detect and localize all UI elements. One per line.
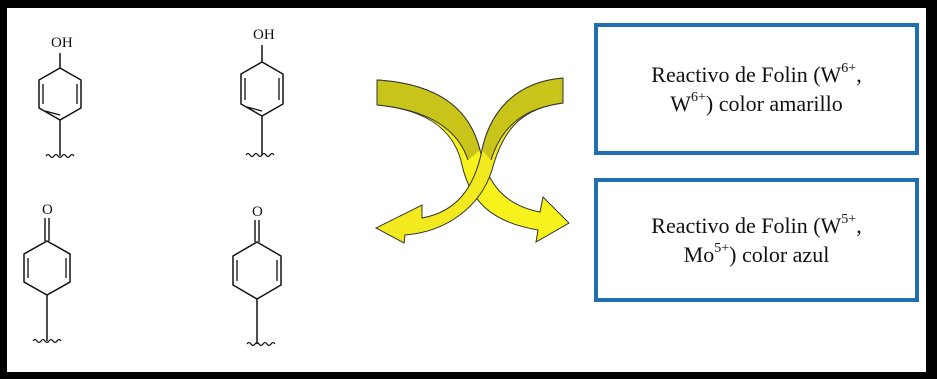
folin-blue-text: Reactivo de Folin (W5+, Mo5+) color azul [651, 211, 861, 269]
phenol-molecule-2: OH [240, 27, 284, 158]
box-bottom-sup2: 5+ [714, 240, 730, 256]
phenol-molecule-1: OH [38, 35, 82, 159]
folin-blue-box: Reactivo de Folin (W5+, Mo5+) color azul [594, 178, 919, 302]
box-top-line1: Reactivo de Folin (W [651, 62, 842, 87]
quinone-o-label: O [252, 204, 263, 220]
box-bottom-sup1: 5+ [841, 211, 857, 227]
box-bottom-line1-end: , [856, 213, 862, 238]
box-bottom-line2-end: ) color azul [729, 242, 830, 267]
box-top-sup1: 6+ [841, 60, 857, 76]
box-top-line2: W [670, 91, 691, 116]
box-top-line2-end: ) color amarillo [705, 91, 843, 116]
box-top-sup2: 6+ [691, 89, 706, 105]
box-top-line1-end: , [856, 62, 862, 87]
folin-yellow-text: Reactivo de Folin (W6+, W6+) color amari… [651, 60, 861, 118]
quinone-o-label: O [42, 202, 53, 218]
quinone-molecule-2: O [232, 204, 282, 347]
folin-yellow-box: Reactivo de Folin (W6+, W6+) color amari… [594, 23, 919, 155]
box-bottom-line2: Mo [683, 242, 715, 267]
quinone-molecule-1: O [23, 202, 71, 344]
phenol-oh-label: OH [253, 27, 275, 43]
redox-arrows [374, 77, 570, 244]
phenol-oh-label: OH [51, 35, 73, 51]
box-bottom-line1: Reactivo de Folin (W [651, 213, 842, 238]
